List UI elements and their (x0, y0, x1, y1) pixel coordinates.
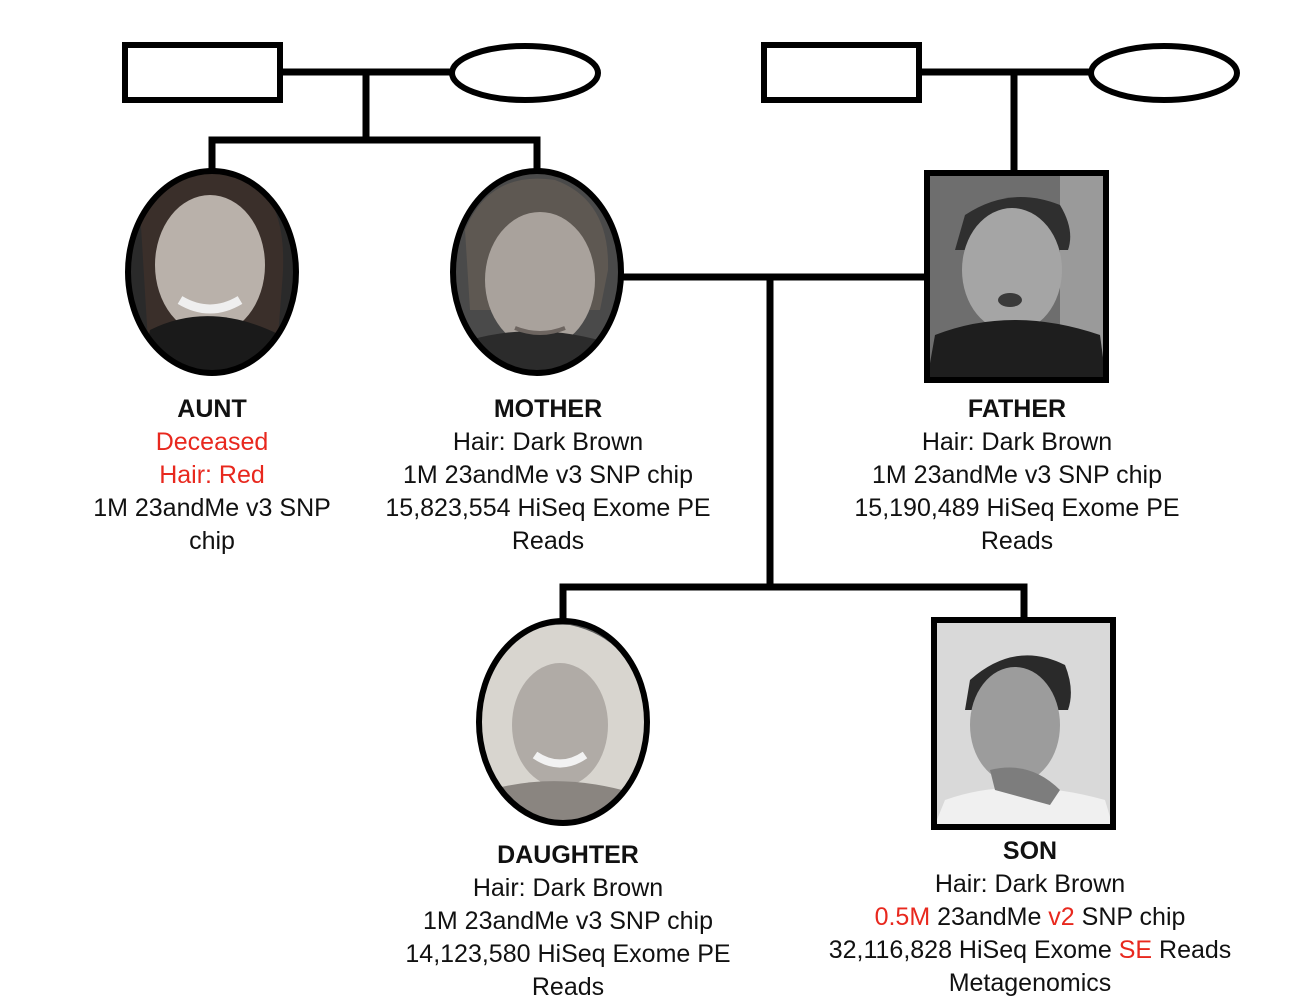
mother-info-line: Reads (348, 525, 748, 558)
son-info-text: 32,116,828 HiSeq Exome (828, 936, 1119, 964)
mother-info-text: 15,823,554 HiSeq Exome PE (385, 494, 711, 522)
father-label: FATHER Hair: Dark Brown 1M 23andMe v3 SNP… (817, 393, 1217, 558)
son-info-text: v2 (1048, 903, 1075, 931)
mother-info-text: Reads (511, 527, 585, 555)
son-info-text: Metagenomics (948, 969, 1112, 997)
son-info-line: 32,116,828 HiSeq Exome SE Reads (800, 934, 1260, 967)
father-photo (924, 170, 1109, 383)
maternal-grandmother-circle (449, 43, 601, 103)
father-info-text: 1M 23andMe v3 SNP chip (872, 461, 1162, 489)
son-info-line: Metagenomics (800, 967, 1260, 1000)
mother-info-line: Hair: Dark Brown (348, 426, 748, 459)
mother-name: MOTHER (493, 395, 603, 423)
daughter-info-text: 14,123,580 HiSeq Exome PE (405, 940, 731, 968)
paternal-grandfather-square (761, 42, 922, 103)
aunt-name: AUNT (177, 395, 247, 423)
daughter-info-text: Hair: Dark Brown (472, 874, 664, 902)
son-info-line: Hair: Dark Brown (800, 868, 1260, 901)
father-info-line: Hair: Dark Brown (817, 426, 1217, 459)
son-info-text: SNP chip (1074, 903, 1186, 931)
aunt-info-text: chip (189, 527, 235, 555)
son-info-text: Hair: Dark Brown (934, 870, 1126, 898)
son-info-text: 23andMe (930, 903, 1049, 931)
daughter-info-line: 14,123,580 HiSeq Exome PE (368, 938, 768, 971)
paternal-grandmother-circle (1088, 43, 1240, 103)
pedigree-lines (208, 68, 1095, 626)
son-info-text: Reads (1152, 936, 1232, 964)
son-info-line: 0.5M 23andMe v2 SNP chip (800, 901, 1260, 934)
aunt-info-line: 1M 23andMe v3 SNP (62, 492, 362, 525)
father-info-text: Hair: Dark Brown (921, 428, 1113, 456)
daughter-name: DAUGHTER (497, 841, 639, 869)
father-info-line: 1M 23andMe v3 SNP chip (817, 459, 1217, 492)
daughter-info-line: Reads (368, 971, 768, 1004)
father-info-text: 15,190,489 HiSeq Exome PE (854, 494, 1180, 522)
maternal-grandfather-square (122, 42, 283, 103)
aunt-info-line: chip (62, 525, 362, 558)
daughter-info-text: Reads (531, 973, 605, 1001)
son-info-text: SE (1118, 936, 1153, 964)
father-info-text: Reads (980, 527, 1054, 555)
daughter-info-line: Hair: Dark Brown (368, 872, 768, 905)
daughter-label: DAUGHTER Hair: Dark Brown 1M 23andMe v3 S… (368, 839, 768, 1004)
son-info-text: 0.5M (874, 903, 931, 931)
daughter-info-line: 1M 23andMe v3 SNP chip (368, 905, 768, 938)
mother-photo (450, 168, 624, 376)
father-info-line: 15,190,489 HiSeq Exome PE (817, 492, 1217, 525)
son-name: SON (1002, 837, 1058, 865)
son-photo (931, 617, 1116, 830)
mother-info-text: Hair: Dark Brown (452, 428, 644, 456)
mother-info-line: 1M 23andMe v3 SNP chip (348, 459, 748, 492)
aunt-info-line: Hair: Red (62, 459, 362, 492)
aunt-photo (125, 168, 299, 376)
aunt-info-text: Hair: Red (159, 461, 265, 489)
mother-info-text: 1M 23andMe v3 SNP chip (403, 461, 693, 489)
aunt-info-text: Deceased (155, 428, 269, 456)
father-info-line: Reads (817, 525, 1217, 558)
daughter-info-text: 1M 23andMe v3 SNP chip (423, 907, 713, 935)
mother-label: MOTHER Hair: Dark Brown 1M 23andMe v3 SNP… (348, 393, 748, 558)
aunt-info-text: 1M 23andMe v3 SNP (93, 494, 331, 522)
mother-info-line: 15,823,554 HiSeq Exome PE (348, 492, 748, 525)
father-name: FATHER (967, 395, 1067, 423)
daughter-photo (476, 618, 650, 826)
aunt-info-line: Deceased (62, 426, 362, 459)
